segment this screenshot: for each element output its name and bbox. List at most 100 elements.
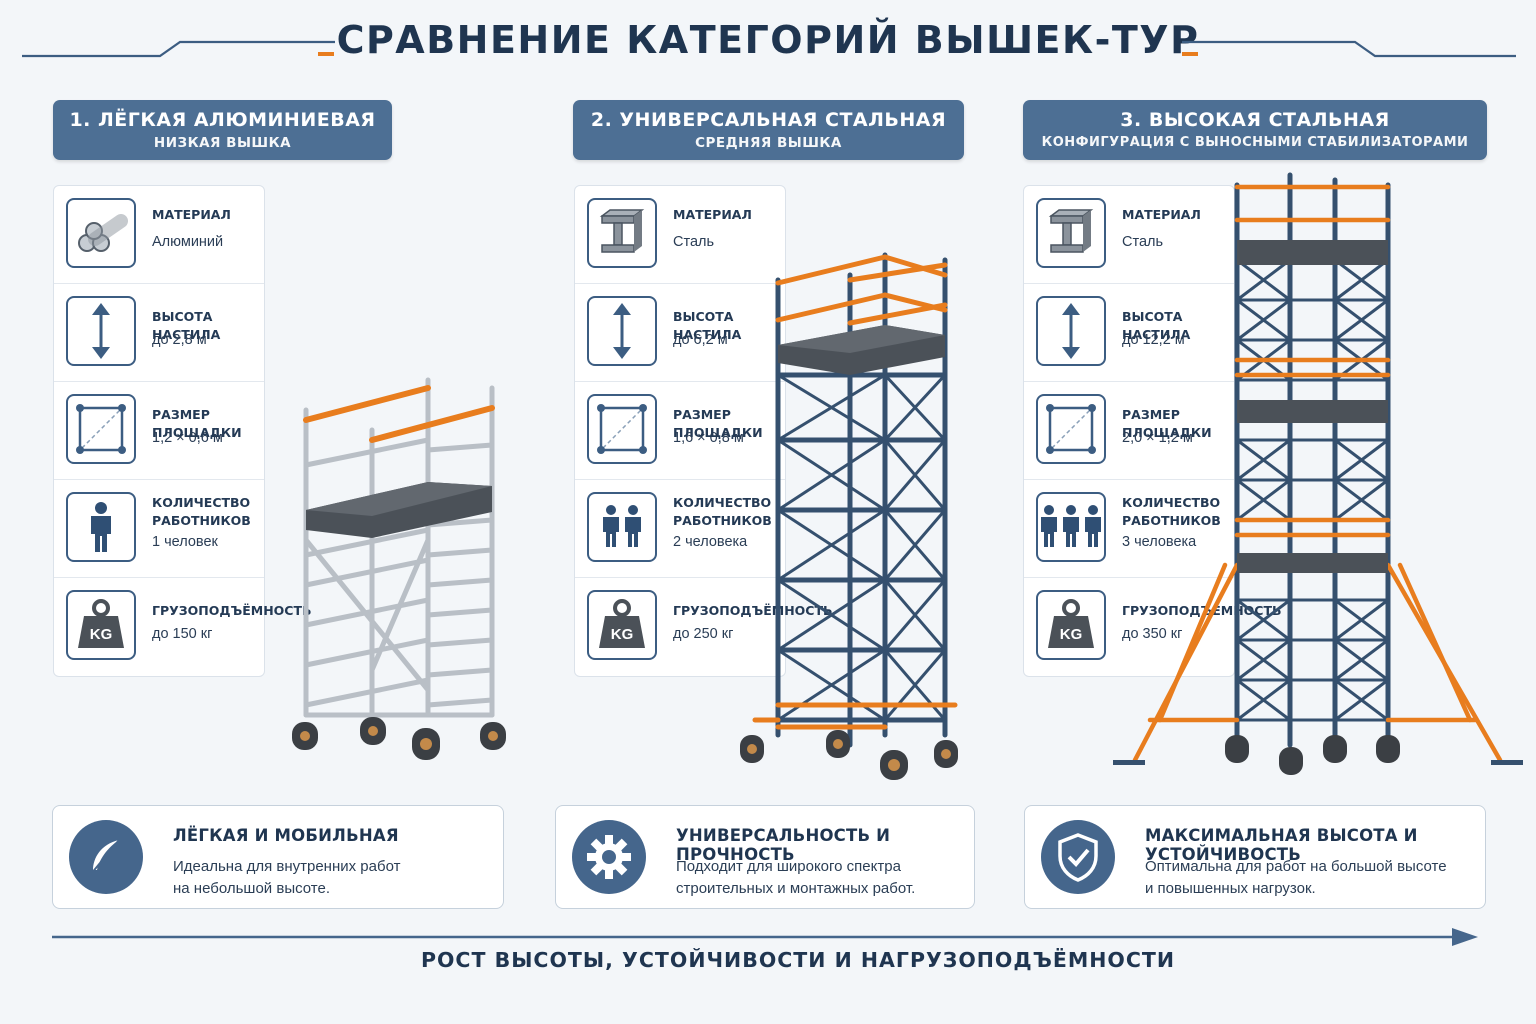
spec-value: до 2,8 м <box>152 332 207 348</box>
spec-row: МАТЕРИАЛ Сталь <box>575 186 785 284</box>
spec-value: 2 человека <box>673 534 748 550</box>
category-subtitle: СРЕДНЯЯ ВЫШКА <box>695 135 842 151</box>
card-title: УНИВЕРСАЛЬНОСТЬ И ПРОЧНОСТЬ <box>676 826 891 864</box>
workers-icon <box>587 492 657 562</box>
spec-label: ВЫСОТА НАСТИЛА <box>673 309 742 342</box>
weight-kg-icon: KG <box>66 590 136 660</box>
spec-label: МАТЕРИАЛ <box>1122 207 1201 222</box>
spec-value: до 150 кг <box>152 626 213 642</box>
feature-card-3: МАКСИМАЛЬНАЯ ВЫСОТА И УСТОЙЧИВОСТЬ Оптим… <box>1024 805 1486 909</box>
platform-size-icon <box>66 394 136 464</box>
weight-kg-icon: KG <box>587 590 657 660</box>
spec-row: KG ГРУЗОПОДЪЁМНОСТЬ до 350 кг <box>1024 578 1282 676</box>
workers-icon <box>1036 492 1106 562</box>
spec-label: КОЛИЧЕСТВО <box>152 495 251 510</box>
card-line-1: Оптимальна для работ на большой высоте <box>1145 858 1447 875</box>
category-title: 1. ЛЁГКАЯ АЛЮМИНИЕВАЯ <box>69 109 376 131</box>
spec-value: Сталь <box>1122 234 1164 250</box>
card-title: ЛЁГКАЯ И МОБИЛЬНАЯ <box>173 826 399 845</box>
card-line-2: строительных и монтажных работ. <box>676 880 916 897</box>
spec-value: до 6,2 м <box>673 332 728 348</box>
steel-beam-icon <box>587 198 657 268</box>
category-subtitle: КОНФИГУРАЦИЯ С ВЫНОСНЫМИ СТАБИЛИЗАТОРАМИ <box>1041 135 1469 150</box>
worker-icon <box>66 492 136 562</box>
feature-card-2: УНИВЕРСАЛЬНОСТЬ И ПРОЧНОСТЬ Подходит для… <box>555 805 975 909</box>
spec-value: до 350 кг <box>1122 626 1183 642</box>
shield-check-icon <box>1041 820 1115 894</box>
card-line-2: на небольшой высоте. <box>173 880 330 897</box>
spec-label-2: РАБОТНИКОВ <box>1122 513 1221 528</box>
tower-steel-medium <box>740 252 958 780</box>
spec-value: 1 человек <box>152 534 218 550</box>
header-decor-right <box>1182 40 1516 58</box>
card-title: МАКСИМАЛЬНАЯ ВЫСОТА И УСТОЙЧИВОСТЬ <box>1145 826 1418 864</box>
card-line-1: Идеальна для внутренних работ <box>173 858 401 875</box>
spec-label-2: РАБОТНИКОВ <box>673 513 772 528</box>
feature-card-1: ЛЁГКАЯ И МОБИЛЬНАЯ Идеальна для внутренн… <box>52 805 504 909</box>
height-arrow-icon <box>1036 296 1106 366</box>
spec-value: 1,2 × 0,6 м <box>152 430 223 446</box>
kg-label: KG <box>1060 626 1083 643</box>
kg-label: KG <box>611 626 634 643</box>
category-header-1: 1. ЛЁГКАЯ АЛЮМИНИЕВАЯ НИЗКАЯ ВЫШКА <box>53 100 392 160</box>
spec-row: КОЛИЧЕСТВО РАБОТНИКОВ 3 человека <box>1024 480 1234 578</box>
spec-value: 2,0 × 1,2 м <box>1122 430 1193 446</box>
steel-beam-icon <box>1036 198 1106 268</box>
spec-row: КОЛИЧЕСТВО РАБОТНИКОВ 2 человека <box>575 480 785 578</box>
spec-label: ГРУЗОПОДЪЁМНОСТЬ <box>152 603 312 618</box>
tower-aluminum-low <box>292 377 506 760</box>
aluminum-pipes-icon <box>66 198 136 268</box>
tower-steel-high-outriggers <box>1113 172 1523 775</box>
weight-kg-icon: KG <box>1036 590 1106 660</box>
spec-label: КОЛИЧЕСТВО <box>673 495 772 510</box>
category-header-2: 2. УНИВЕРСАЛЬНАЯ СТАЛЬНАЯ СРЕДНЯЯ ВЫШКА <box>573 100 964 160</box>
spec-label: МАТЕРИАЛ <box>673 207 752 222</box>
growth-arrow <box>52 928 1478 946</box>
spec-label: РАЗМЕР ПЛОЩАДКИ <box>152 407 242 440</box>
category-header-3: 3. ВЫСОКАЯ СТАЛЬНАЯ КОНФИГУРАЦИЯ С ВЫНОС… <box>1023 100 1487 160</box>
spec-row: KG ГРУЗОПОДЪЁМНОСТЬ до 250 кг <box>575 578 833 676</box>
spec-label: ГРУЗОПОДЪЁМНОСТЬ <box>673 603 833 618</box>
category-title: 2. УНИВЕРСАЛЬНАЯ СТАЛЬНАЯ <box>590 109 947 131</box>
spec-value: до 12,2 м <box>1122 332 1185 348</box>
spec-row: КОЛИЧЕСТВО РАБОТНИКОВ 1 человек <box>54 480 264 578</box>
platform-size-icon <box>587 394 657 464</box>
spec-value: 1,6 × 0,8 м <box>673 430 744 446</box>
feather-icon <box>69 820 143 894</box>
spec-value: Алюминий <box>152 234 224 250</box>
spec-value: до 250 кг <box>673 626 734 642</box>
spec-label: МАТЕРИАЛ <box>152 207 231 222</box>
header-decor-left <box>22 40 335 58</box>
spec-label: ГРУЗОПОДЪЁМНОСТЬ <box>1122 603 1282 618</box>
page-title: СРАВНЕНИЕ КАТЕГОРИЙ ВЫШЕК-ТУР <box>336 18 1200 62</box>
spec-value: Сталь <box>673 234 715 250</box>
gear-icon <box>572 820 646 894</box>
kg-label: KG <box>90 626 113 643</box>
spec-label-2: РАБОТНИКОВ <box>152 513 251 528</box>
spec-label: РАЗМЕР ПЛОЩАДКИ <box>673 407 763 440</box>
spec-label: ВЫСОТА НАСТИЛА <box>1122 309 1191 342</box>
spec-value: 3 человека <box>1122 534 1197 550</box>
spec-row: МАТЕРИАЛ Алюминий <box>54 186 264 284</box>
card-line-2: и повышенных нагрузок. <box>1145 880 1316 897</box>
spec-label: КОЛИЧЕСТВО <box>1122 495 1221 510</box>
height-arrow-icon <box>66 296 136 366</box>
footer-caption: РОСТ ВЫСОТЫ, УСТОЙЧИВОСТИ И НАГРУЗОПОДЪЁ… <box>420 948 1176 972</box>
category-title: 3. ВЫСОКАЯ СТАЛЬНАЯ <box>1120 109 1390 131</box>
spec-row: МАТЕРИАЛ Сталь <box>1024 186 1234 284</box>
spec-label: РАЗМЕР ПЛОЩАДКИ <box>1122 407 1212 440</box>
platform-size-icon <box>1036 394 1106 464</box>
spec-row: KG ГРУЗОПОДЪЁМНОСТЬ до 150 кг <box>54 578 312 676</box>
spec-label: ВЫСОТА НАСТИЛА <box>152 309 221 342</box>
height-arrow-icon <box>587 296 657 366</box>
category-subtitle: НИЗКАЯ ВЫШКА <box>153 135 292 151</box>
